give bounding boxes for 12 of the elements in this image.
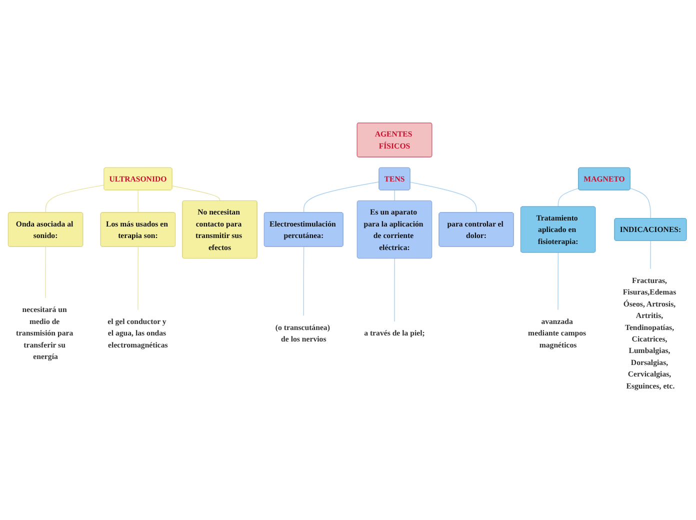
connector bbox=[410, 182, 477, 214]
connector bbox=[172, 186, 220, 202]
connector bbox=[394, 190, 396, 202]
connector bbox=[650, 240, 651, 270]
connector bbox=[558, 252, 559, 310]
connector bbox=[45, 184, 104, 214]
connector bbox=[303, 182, 380, 214]
connector bbox=[558, 188, 579, 208]
connector bbox=[630, 188, 651, 219]
connector bbox=[394, 258, 396, 322]
connector bbox=[303, 246, 304, 316]
connector bbox=[45, 246, 46, 299]
